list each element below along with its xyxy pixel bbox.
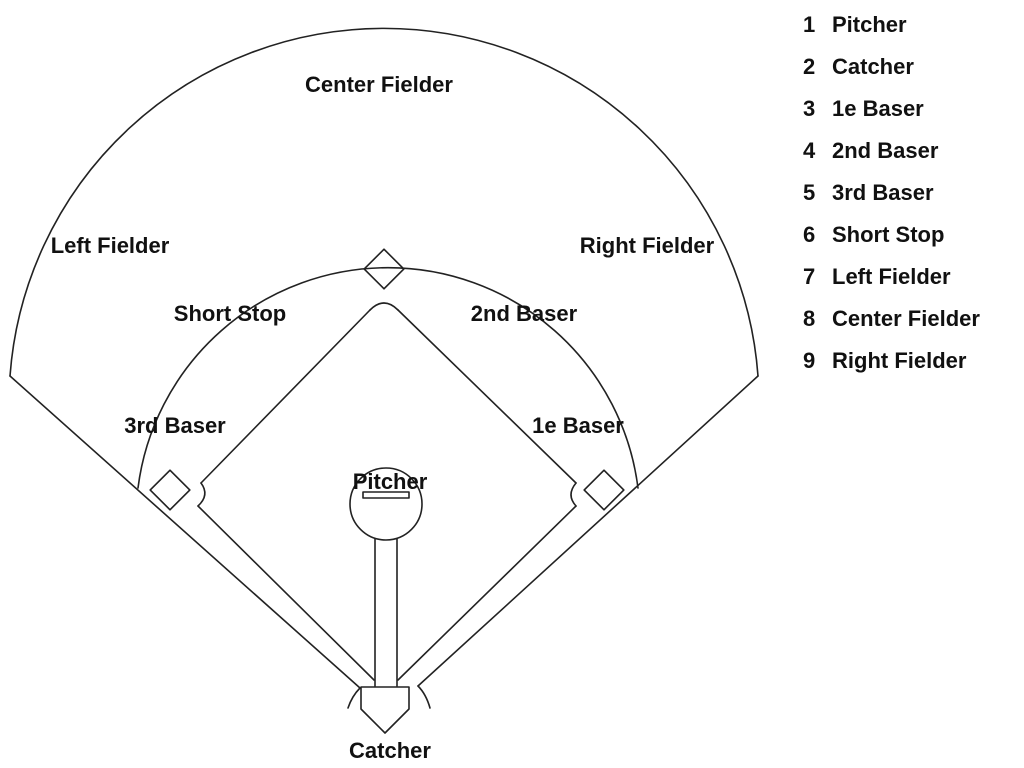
legend-number: 6	[803, 222, 816, 247]
legend-label: Right Fielder	[832, 348, 967, 373]
outfield-fence	[9, 27, 759, 377]
legend-item: 4 2nd Baser	[803, 136, 980, 178]
legend-number: 5	[803, 180, 816, 205]
legend-label: Center Fielder	[832, 306, 980, 331]
legend-label: 1e Baser	[832, 96, 924, 121]
legend-item: 2 Catcher	[803, 52, 980, 94]
legend-number: 1	[803, 12, 816, 37]
legend-number: 9	[803, 348, 816, 373]
home-cutout-right	[417, 685, 431, 709]
pitcher-to-home-path	[374, 532, 398, 687]
right-foul-line	[417, 375, 759, 687]
home-plate	[360, 686, 410, 734]
label-catcher: Catcher	[349, 738, 431, 763]
first-base	[583, 469, 625, 511]
label-second-baser: 2nd Baser	[471, 301, 578, 326]
legend-number: 2	[803, 54, 816, 79]
legend-item: 5 3rd Baser	[803, 178, 980, 220]
legend-label: Left Fielder	[832, 264, 951, 289]
legend-label: Pitcher	[832, 12, 907, 37]
home-cutout-left	[347, 687, 361, 709]
label-first-baser: 1e Baser	[532, 413, 624, 438]
legend-label: 3rd Baser	[832, 180, 934, 205]
label-third-baser: 3rd Baser	[124, 413, 226, 438]
legend-number: 8	[803, 306, 816, 331]
legend-item: 7 Left Fielder	[803, 262, 980, 304]
label-right-fielder: Right Fielder	[580, 233, 715, 258]
legend-label: Catcher	[832, 54, 914, 79]
label-left-fielder: Left Fielder	[51, 233, 170, 258]
third-base-cutout	[197, 482, 206, 507]
third-base	[149, 469, 191, 511]
legend-item: 8 Center Fielder	[803, 304, 980, 346]
legend-number: 4	[803, 138, 816, 163]
legend-label: 2nd Baser	[832, 138, 939, 163]
left-foul-line	[9, 375, 361, 689]
legend-number: 3	[803, 96, 816, 121]
second-base	[363, 248, 405, 290]
label-center-fielder: Center Fielder	[305, 72, 453, 97]
position-legend: 1 Pitcher 2 Catcher 3 1e Baser 4 2nd Baser 5…	[803, 10, 980, 388]
label-pitcher: Pitcher	[353, 469, 428, 494]
pitchers-mound	[349, 467, 423, 541]
legend-item: 9 Right Fielder	[803, 346, 980, 388]
first-base-cutout	[570, 482, 577, 507]
pitchers-rubber	[362, 491, 410, 499]
base-path-first-to-home	[397, 505, 577, 681]
second-base-cutout	[369, 302, 399, 311]
label-short-stop: Short Stop	[174, 301, 286, 326]
legend-item: 6 Short Stop	[803, 220, 980, 262]
legend-item: 3 1e Baser	[803, 94, 980, 136]
base-path-third-to-second	[200, 309, 371, 484]
base-path-second-to-first	[397, 309, 577, 484]
legend-item: 1 Pitcher	[803, 10, 980, 52]
legend-number: 7	[803, 264, 816, 289]
infield-arc	[137, 266, 639, 489]
base-path-home-to-third	[197, 505, 375, 681]
legend-label: Short Stop	[832, 222, 945, 247]
